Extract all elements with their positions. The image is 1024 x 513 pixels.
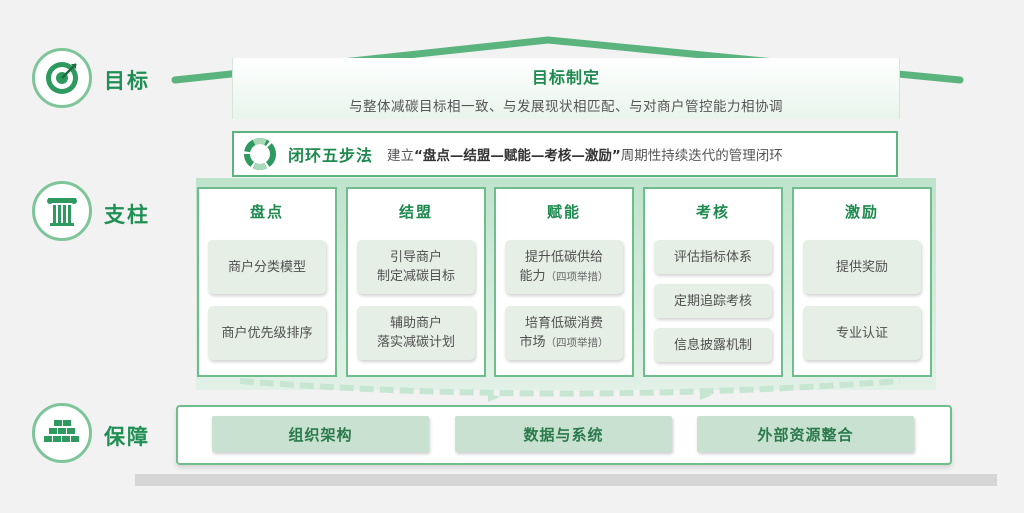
pillar-item-line: 制定减碳目标 [376, 269, 455, 284]
pillar-item-note: （四项举措） [545, 336, 609, 349]
pillar-item: 定期追踪考核 [654, 284, 772, 318]
pillar-inventory: 盘点 商户分类模型 商户优先级排序 [197, 187, 337, 377]
pillar-incentive: 激励 提供奖励 专业认证 [792, 187, 932, 377]
pillar-item-line: 落实减碳计划 [376, 335, 455, 350]
foundation-item-organization: 组织架构 [212, 416, 429, 452]
pillar-side-label: 支柱 [104, 203, 150, 227]
pillar-item-note: （四项举措） [545, 270, 609, 283]
loop-suffix: 周期性持续迭代的管理闭环 [620, 148, 783, 164]
pillar-item-line: 市场（四项举措） [519, 333, 608, 353]
foundation-item-data-systems: 数据与系统 [455, 416, 672, 452]
column-icon [32, 181, 92, 241]
pillar-item-line: 能力（四项举措） [519, 267, 608, 287]
pillar-item: 提升低碳供给 能力（四项举措） [505, 240, 623, 294]
pillar-item: 提供奖励 [803, 240, 921, 294]
pillar-alliance: 结盟 引导商户 制定减碳目标 辅助商户 落实减碳计划 [346, 187, 486, 377]
pillar-title: 结盟 [398, 203, 433, 221]
pillar-title: 赋能 [546, 203, 581, 221]
pillar-item: 辅助商户 落实减碳计划 [357, 306, 475, 360]
pillar-item-line: 引导商户 [389, 250, 442, 265]
pillar-empower: 赋能 提升低碳供给 能力（四项举措） 培育低碳消费 市场（四项举措） [494, 187, 634, 377]
pillar-assessment: 考核 评估指标体系 定期追踪考核 信息披露机制 [643, 187, 783, 377]
pillar-item: 评估指标体系 [654, 240, 772, 274]
goal-box: 目标制定 与整体减碳目标相一致、与发展现状相匹配、与对商户管控能力相协调 [232, 58, 900, 119]
pillar-item: 专业认证 [803, 306, 921, 360]
pillar-item: 信息披露机制 [654, 328, 772, 362]
goal-subtitle: 与整体减碳目标相一致、与发展现状相匹配、与对商户管控能力相协调 [349, 99, 783, 115]
pillar-item-text: 市场 [519, 334, 546, 350]
pillar-item: 商户分类模型 [208, 240, 326, 294]
pillar-title: 考核 [695, 203, 730, 221]
loop-description: 建立“盘点—结盟—赋能—考核—激励”周期性持续迭代的管理闭环 [387, 144, 783, 164]
target-icon [32, 48, 92, 108]
support-side-label: 保障 [104, 425, 150, 449]
pillar-item-line: 提升低碳供给 [524, 249, 603, 265]
pillar-item-line: 辅助商户 [389, 316, 442, 331]
foundation-base [135, 474, 997, 486]
pillar-item-line: 培育低碳消费 [524, 315, 603, 331]
loop-title: 闭环五步法 [288, 146, 374, 165]
loop-steps: “盘点—结盟—赋能—考核—激励” [414, 148, 621, 164]
loop-prefix: 建立 [387, 148, 415, 164]
pillar-item-text: 能力 [519, 268, 546, 284]
goal-side-label: 目标 [104, 69, 150, 93]
foundation-item-external-resources: 外部资源整合 [697, 416, 914, 452]
pillar-title: 盘点 [249, 203, 284, 221]
cycle-icon [244, 138, 276, 170]
closed-loop-bar: 闭环五步法 建立“盘点—结盟—赋能—考核—激励”周期性持续迭代的管理闭环 [232, 131, 898, 177]
bricks-icon [32, 403, 92, 463]
goal-title: 目标制定 [531, 68, 600, 87]
pillar-item: 引导商户 制定减碳目标 [357, 240, 475, 294]
pillar-title: 激励 [844, 203, 879, 221]
pillar-item: 商户优先级排序 [208, 306, 326, 360]
pillar-item: 培育低碳消费 市场（四项举措） [505, 306, 623, 360]
